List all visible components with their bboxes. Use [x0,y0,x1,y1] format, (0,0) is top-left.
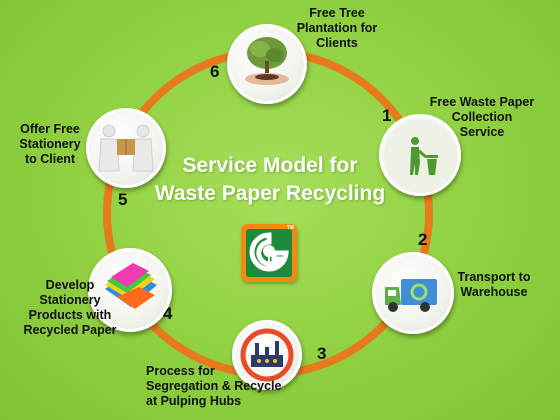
step-4-label: Develop Stationery Products with Recycle… [8,278,132,338]
step-4-label-line: Develop [45,278,95,292]
step-3-node [232,320,302,390]
step-6-number: 6 [210,62,220,81]
factory-icon [240,328,294,382]
step-6-label-line: Clients [316,36,358,50]
step-6-label-line: Plantation for [296,21,378,35]
step-2-label: Transport to Warehouse [444,270,544,300]
step-1-label-line: Collection [451,110,513,124]
step-4-label-line: Products with [28,308,112,322]
title-line-2: Waste Paper Recycling [154,182,386,205]
step-4-node [88,248,172,332]
step-1-label-line: Service [459,125,505,139]
step-3-label-line: Process for [146,364,215,378]
step-1-node [379,114,461,196]
step-3-label: Process for Segregation & Recycle at Pul… [146,364,306,409]
step-6-label: Free Tree Plantation for Clients [282,6,392,51]
company-logo: TM [241,224,297,282]
step-4-number: 4 [163,304,173,323]
step-3-label-line: at Pulping Hubs [146,394,242,408]
step-5-label-line: Offer Free [20,122,80,136]
step-6-node [227,24,307,104]
colored-paper-icon [105,263,157,309]
trademark-mark: TM [286,225,294,231]
trash-bin-icon [384,119,456,191]
step-5-label-line: to Client [25,152,75,166]
step-5-label-line: Stationery [19,137,81,151]
title-line-1: Service Model for [182,154,358,177]
step-4-label-line: Recycled Paper [23,323,117,337]
giving-box-icon [98,124,154,172]
step-1-label-line: Free Waste Paper [429,95,535,109]
recycle-truck-icon [385,279,437,312]
step-2-label-line: Transport to [457,270,531,284]
step-5-node [86,108,166,188]
logo-tree-icon [246,229,292,277]
step-1-number: 1 [382,106,392,125]
tree-in-hands-icon [245,37,289,85]
step-3-number: 3 [317,344,327,363]
step-3-label-line: Segregation & Recycle [146,379,282,393]
step-2-label-line: Warehouse [460,285,528,299]
step-6-label-line: Free Tree [309,6,365,20]
step-1-label: Free Waste Paper Collection Service [412,95,552,140]
step-4-label-line: Stationery [39,293,101,307]
step-2-node [372,252,454,334]
step-5-number: 5 [118,190,128,209]
diagram-title: Service Model for Waste Paper Recycling [140,152,400,208]
step-5-label: Offer Free Stationery to Client [10,122,90,167]
step-2-number: 2 [418,230,428,249]
